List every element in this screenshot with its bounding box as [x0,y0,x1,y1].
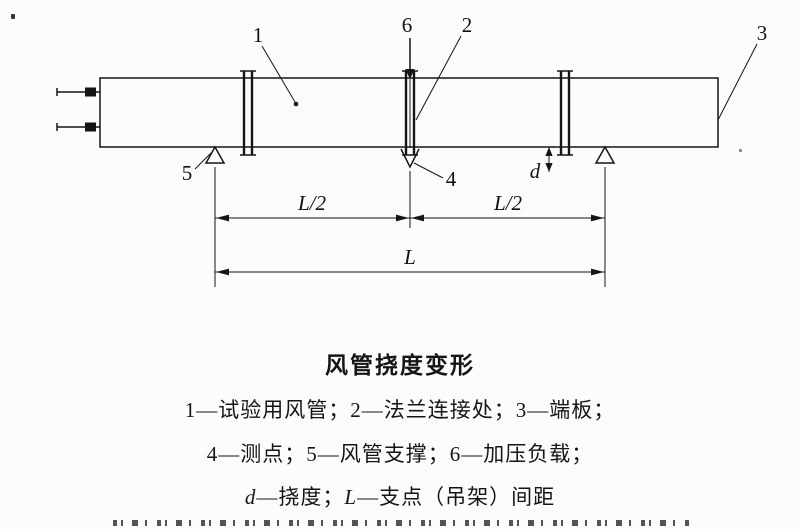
legend-line-2: 4—测点；5—风管支撑；6—加压负载； [206,442,594,466]
legend-text-spacing: —支点（吊架）间距 [357,485,556,509]
support-left-triangle [204,145,226,164]
paper-speck [739,149,742,152]
label-dim-total: L [403,245,416,269]
legend-var-L: L [344,485,358,509]
paper-speck [11,14,15,19]
label-dim-half-left: L/2 [297,191,327,215]
duct-end-connectors [56,87,100,132]
legend-line-1: 1—试验用风管；2—法兰连接处；3—端板； [184,398,616,422]
duct-body [99,77,719,148]
label-dim-half-right: L/2 [493,191,523,215]
dimension-line-half [215,214,605,222]
measuring-point [400,148,420,169]
label-part-3: 3 [757,21,768,45]
label-part-5: 5 [182,161,193,185]
cropped-text-line [113,518,689,529]
label-part-4: 4 [446,167,457,191]
flange-right [557,70,573,156]
deflection-diagram: 1 6 2 3 5 4 L/2 L/2 L d [56,13,768,287]
load-arrow [405,38,415,148]
figure-title: 风管挠度变形 [325,353,475,378]
flange-left [240,70,256,156]
label-part-1: 1 [253,23,264,47]
label-part-2: 2 [462,13,473,37]
label-deflection-d: d [530,159,541,183]
legend-text-deflection: —挠度； [256,485,345,509]
leader-lines [194,35,758,179]
label-part-6: 6 [402,13,413,37]
legend-line-3: d—挠度；L—支点（吊架）间距 [0,481,800,511]
deflection-indicator [545,147,553,172]
legend-var-d: d [244,485,257,509]
dimension-line-total [215,268,605,276]
extension-lines [214,167,606,287]
support-right-triangle [594,145,616,164]
